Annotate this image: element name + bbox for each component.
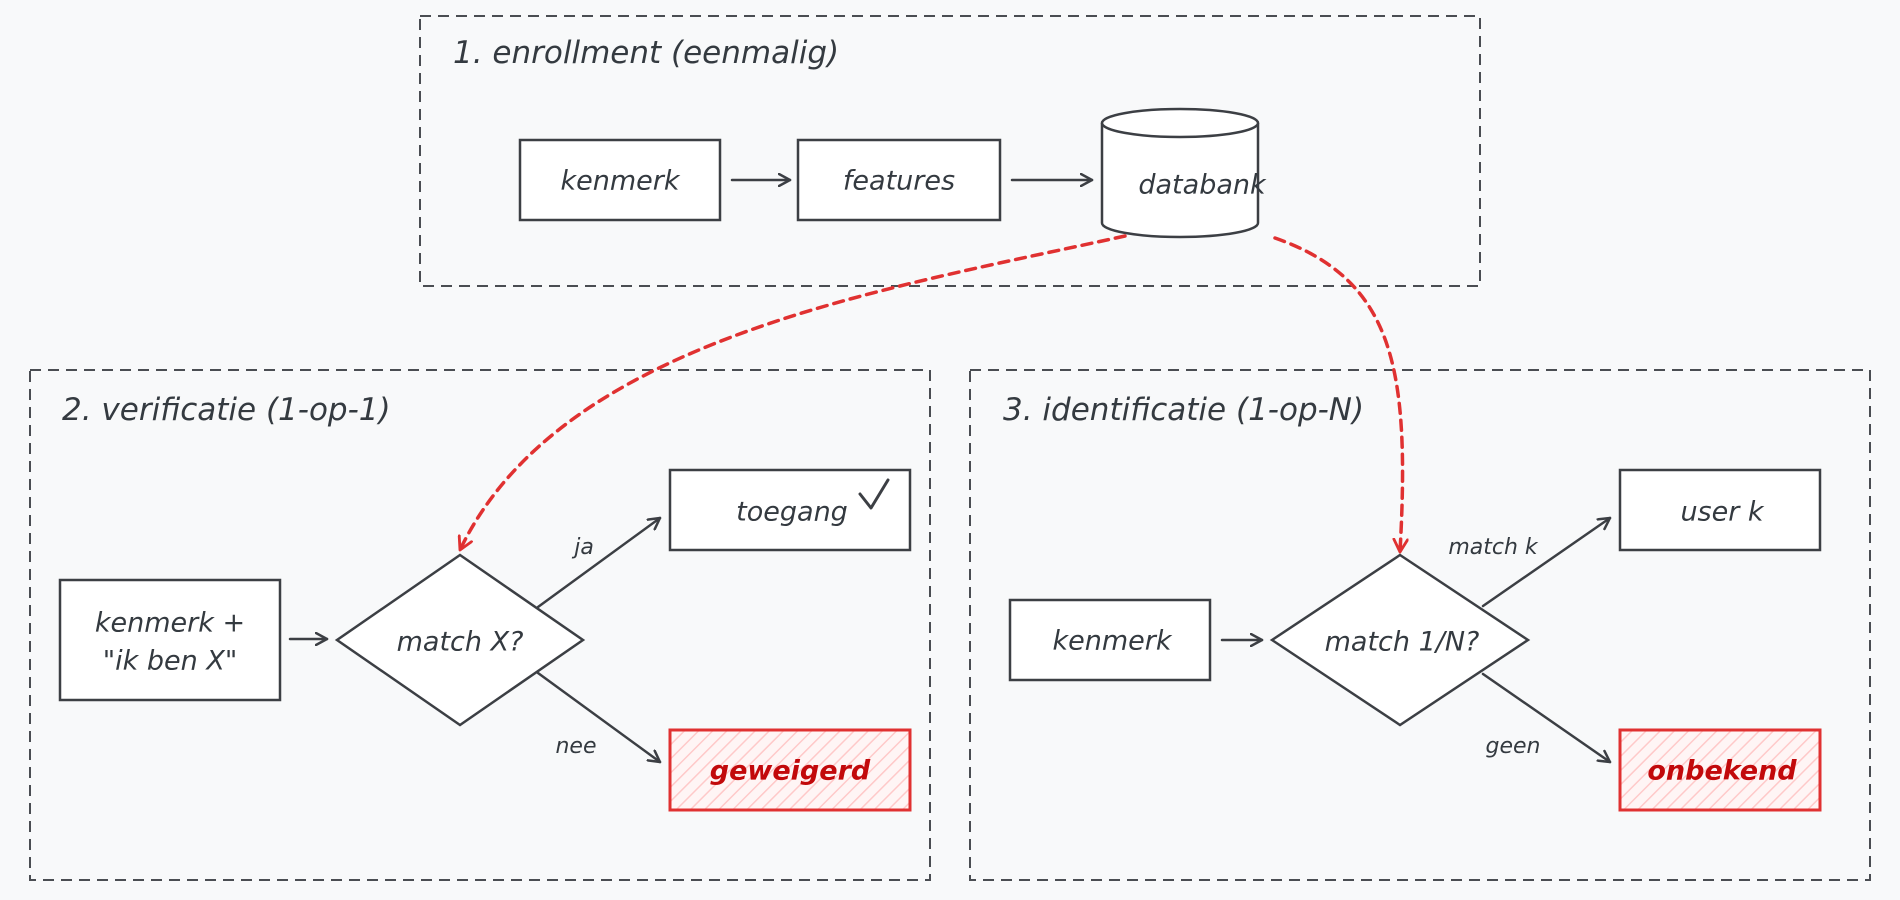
enrollment-features-box: [796, 138, 1002, 222]
geweigerd-box: [668, 728, 912, 812]
databank-label: databank: [1138, 170, 1267, 201]
enrollment-kenmerk-box: [518, 138, 722, 222]
enrollment-group: [419, 15, 1481, 287]
match-1n-label: match 1/N?: [1325, 627, 1480, 658]
arrow-match-n-to-user: [1481, 516, 1612, 608]
arrow-match-x-to-toegang: [536, 516, 662, 609]
geweigerd-label: geweigerd: [710, 756, 871, 787]
enrollment-title: 1. enrollment (eenmalig): [453, 35, 839, 71]
verification-group: [29, 369, 931, 881]
enrollment-features-label: features: [843, 166, 955, 197]
identification-group: [969, 369, 1871, 881]
identification-kenmerk-label: kenmerk: [1052, 626, 1172, 657]
no-label: nee: [555, 734, 596, 759]
yes-label: ja: [571, 535, 594, 560]
verification-input-box: [58, 578, 282, 702]
db-to-verification-arrow: [460, 234, 1127, 552]
match-1n-diamond: [1269, 553, 1531, 727]
none-label: geen: [1486, 734, 1541, 759]
arrow-match-n-to-onbekend: [1481, 672, 1612, 764]
user-k-box: [1618, 468, 1822, 552]
identification-title: 3. identificatie (1-op-N): [1003, 392, 1364, 428]
verification-input-line2: "ik ben X": [103, 646, 238, 677]
toegang-box: [668, 468, 912, 552]
databank-cylinder: [1100, 107, 1260, 239]
toegang-label: toegang: [736, 497, 848, 528]
match-x-label: match X?: [397, 627, 524, 658]
onbekend-box: [1618, 728, 1822, 812]
onbekend-label: onbekend: [1647, 756, 1797, 787]
match-k-label: match k: [1448, 535, 1539, 560]
arrow-match-x-to-geweigerd: [536, 671, 662, 764]
enrollment-kenmerk-label: kenmerk: [560, 166, 680, 197]
identification-kenmerk-box: [1008, 598, 1212, 682]
check-icon: [858, 478, 890, 510]
match-x-diamond: [334, 553, 586, 727]
db-to-identification-arrow: [1273, 236, 1403, 554]
verification-input-line1: kenmerk +: [95, 608, 245, 639]
user-k-label: user k: [1680, 497, 1764, 528]
verification-title: 2. verificatie (1-op-1): [62, 392, 391, 428]
